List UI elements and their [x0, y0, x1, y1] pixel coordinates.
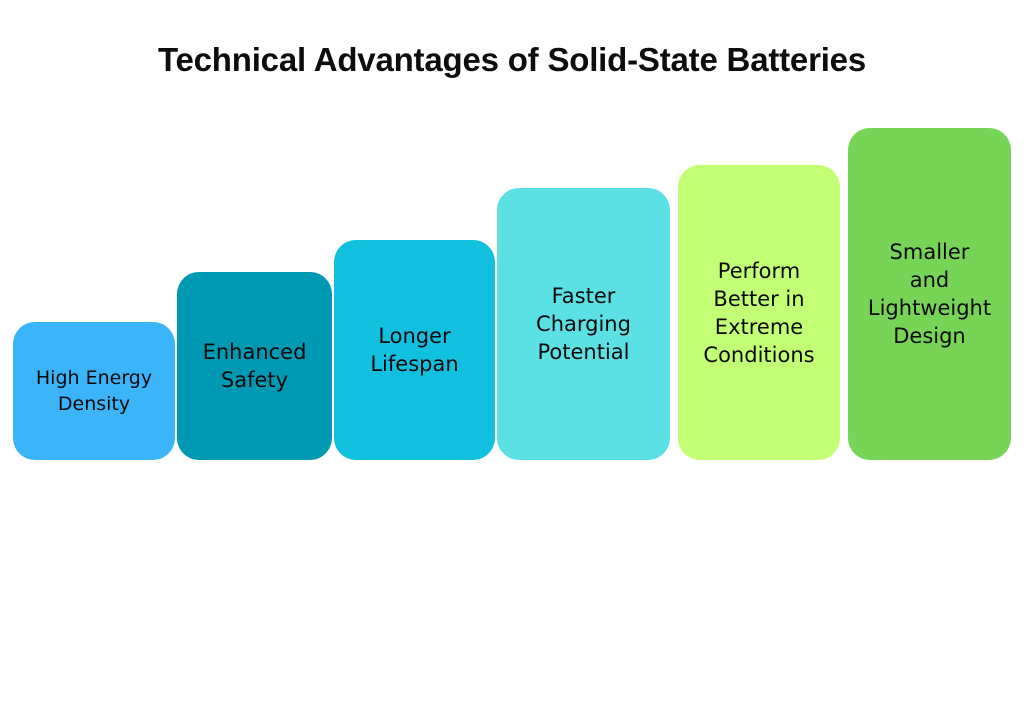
- bar-label-perform-better-extreme-conditions: Perform Better in Extreme Conditions: [703, 258, 815, 367]
- page-title: Technical Advantages of Solid-State Batt…: [157, 41, 866, 78]
- bar-longer-lifespan[interactable]: Longer Lifespan: [334, 240, 495, 460]
- bar-high-energy-density[interactable]: High Energy Density: [13, 322, 175, 460]
- bar-label-longer-lifespan: Longer Lifespan: [370, 324, 459, 376]
- bar-label-smaller-lightweight-design: Smaller and Lightweight Design: [867, 240, 992, 348]
- bar-label-enhanced-safety: Enhanced Safety: [202, 340, 307, 392]
- bar-enhanced-safety[interactable]: Enhanced Safety: [177, 272, 332, 460]
- bar-label-high-energy-density: High Energy Density: [35, 367, 153, 415]
- bar-faster-charging-potential[interactable]: Faster Charging Potential: [497, 188, 670, 460]
- bar-label-faster-charging-potential: Faster Charging Potential: [536, 284, 631, 364]
- bar-perform-better-extreme-conditions[interactable]: Perform Better in Extreme Conditions: [678, 165, 840, 460]
- bar-smaller-lightweight-design[interactable]: Smaller and Lightweight Design: [848, 128, 1011, 460]
